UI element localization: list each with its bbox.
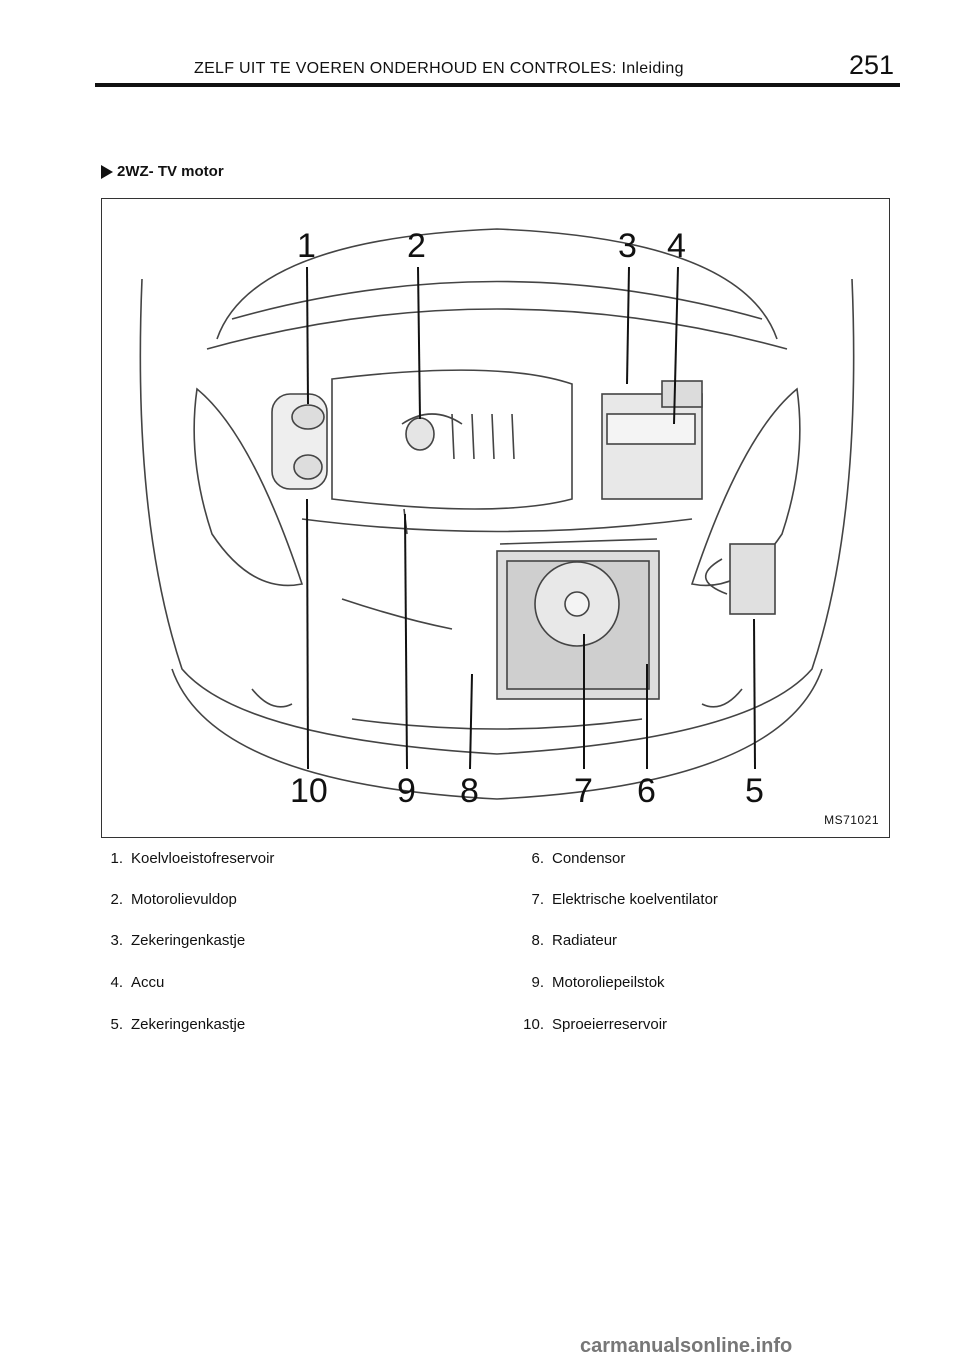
legend-item: 10. Sproeierreservoir (518, 1016, 667, 1036)
legend-item: 8. Radiateur (518, 932, 617, 952)
legend-item-label: Motorolievuldop (131, 891, 237, 908)
engine-bay-illustration (139, 228, 855, 800)
legend-item: 5. Zekeringenkastje (105, 1016, 245, 1036)
legend-item-number: 8. (531, 932, 544, 949)
callout-2: 2 (407, 227, 426, 265)
legend-item-label: Motoroliepeilstok (552, 974, 665, 991)
legend-item: 1. Koelvloeistofreservoir (105, 850, 274, 870)
triangle-bullet-icon (101, 164, 113, 179)
legend-item-label: Condensor (552, 850, 626, 867)
callout-6: 6 (637, 772, 656, 810)
figure-code: MS71021 (824, 813, 879, 827)
legend-item: 7. Elektrische koelventilator (518, 891, 718, 911)
legend-item: 9. Motoroliepeilstok (518, 974, 665, 994)
legend-item-label: Accu (131, 974, 165, 991)
legend-item: 6. Condensor (518, 850, 625, 870)
legend-item-number: 2. (110, 891, 123, 908)
legend-item-number: 9. (531, 974, 544, 991)
callout-7: 7 (574, 772, 593, 810)
header-rule (95, 83, 900, 87)
callout-4: 4 (667, 227, 686, 265)
legend-item-number: 6. (531, 850, 544, 867)
legend-item-number: 4. (110, 974, 123, 991)
footer-watermark[interactable]: carmanualsonline.info (580, 1335, 793, 1357)
legend-item-label: Elektrische koelventilator (552, 891, 718, 908)
legend-item-label: Zekeringenkastje (131, 1016, 246, 1033)
legend-item: 4. Accu (105, 974, 164, 994)
page-number: 251 (849, 50, 895, 80)
callout-8: 8 (460, 772, 479, 810)
callout-9: 9 (397, 772, 416, 810)
engine-figure: 1 2 3 4 5 6 7 8 9 10 MS71021 (101, 198, 890, 838)
legend-item-number: 7. (531, 891, 544, 908)
section-heading: 2WZ- TV motor (101, 163, 224, 180)
legend-item-number: 1. (110, 850, 123, 867)
legend-item-number: 5. (110, 1016, 123, 1033)
callout-3: 3 (618, 227, 637, 265)
legend-item-label: Koelvloeistofreservoir (131, 850, 275, 867)
legend-item-label: Radiateur (552, 932, 618, 949)
legend-item: 3. Zekeringenkastje (105, 932, 245, 952)
legend-item: 2. Motorolievuldop (105, 891, 237, 911)
section-title: 2WZ- TV motor (117, 163, 224, 180)
legend-item-label: Zekeringenkastje (131, 932, 246, 949)
legend-item-number: 3. (110, 932, 123, 949)
callout-5: 5 (745, 772, 764, 810)
header-title: ZELF UIT TE VOEREN ONDERHOUD EN CONTROLE… (194, 60, 684, 77)
callout-10: 10 (290, 772, 328, 810)
callout-1: 1 (297, 227, 316, 265)
legend-item-number: 10. (523, 1016, 544, 1033)
legend-item-label: Sproeierreservoir (552, 1016, 668, 1033)
